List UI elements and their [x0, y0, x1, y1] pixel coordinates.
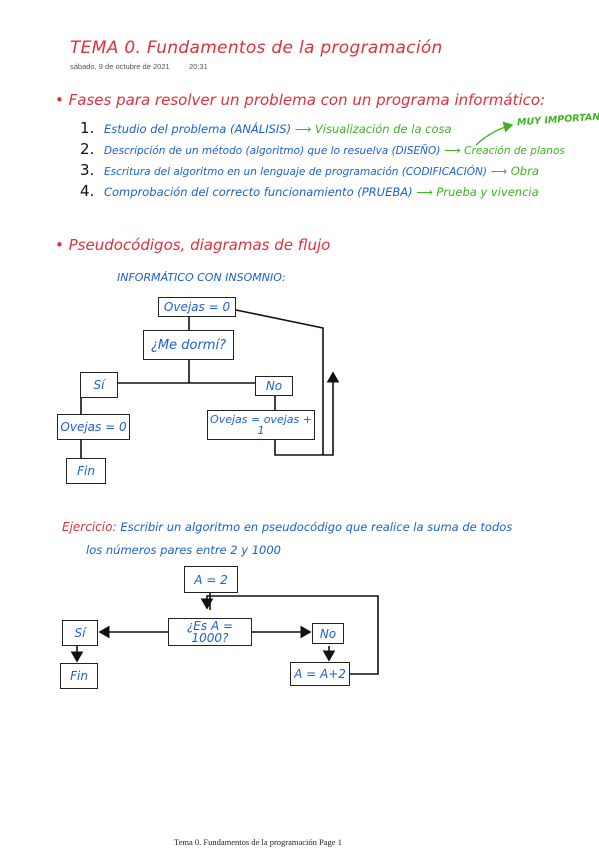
page-footer: Tema 0. Fundamentos de la programación P…	[174, 837, 342, 847]
step-2-arrow: ⟶	[444, 143, 461, 157]
flow-2-no-box: No	[312, 623, 344, 644]
flow-2-question-box: ¿Es A = 1000?	[168, 618, 252, 646]
page-time: 20:31	[189, 62, 208, 71]
step-1: 1. Estudio del problema (ANÁLISIS) ⟶ Vis…	[80, 119, 452, 137]
step-2-text: Descripción de un método (algoritmo) que…	[103, 145, 441, 157]
step-2-number: 2.	[80, 140, 95, 158]
page-date: sábado, 9 de octubre de 2021	[70, 62, 170, 71]
exercise-text-1: Escribir un algoritmo en pseudocódigo qu…	[120, 520, 513, 534]
flow-1-no-action-box: Ovejas = ovejas + 1	[207, 410, 315, 440]
step-3-arrow: ⟶	[490, 164, 508, 178]
flow-1-no-box: No	[255, 376, 293, 396]
flow-1-yes-action-box: Ovejas = 0	[57, 414, 130, 440]
bullet: •	[55, 236, 64, 254]
section-2-heading: • Pseudocódigos, diagramas de flujo	[55, 236, 330, 254]
step-4-arrow: ⟶	[416, 185, 433, 199]
step-3-result: Obra	[510, 164, 539, 178]
step-3-number: 3.	[80, 161, 95, 179]
step-4-number: 4.	[80, 182, 95, 200]
page-title: TEMA 0. Fundamentos de la programación	[70, 38, 443, 58]
step-1-text: Estudio del problema (ANÁLISIS)	[103, 122, 292, 136]
flow-2-yes-box: Sí	[62, 620, 98, 646]
flow-1-question-box: ¿Me dormí?	[143, 330, 234, 360]
step-3-text: Escritura del algoritmo en un lenguaje d…	[103, 166, 487, 178]
flow-1-subtitle: INFORMÁTICO CON INSOMNIO:	[117, 271, 286, 284]
flow-2-start-box: A = 2	[184, 566, 238, 593]
flow-2-end-box: Fin	[60, 663, 98, 689]
flow-1-start-box: Ovejas = 0	[158, 297, 236, 317]
step-4: 4. Comprobación del correcto funcionamie…	[80, 182, 539, 200]
step-4-result: Prueba y vivencia	[436, 185, 539, 199]
section-1-heading: • Fases para resolver un problema con un…	[55, 91, 545, 109]
bullet: •	[55, 91, 64, 109]
exercise-text-2: los números pares entre 2 y 1000	[86, 543, 281, 557]
step-1-result: Visualización de la cosa	[314, 122, 452, 136]
exercise-label: Ejercicio:	[62, 520, 117, 534]
flow-1-yes-box: Sí	[80, 372, 118, 398]
step-1-number: 1.	[80, 119, 95, 137]
section-1-heading-text: Fases para resolver un problema con un p…	[68, 91, 546, 109]
step-2-result: Creación de planos	[464, 145, 565, 157]
exercise-line-1: Ejercicio: Escribir un algoritmo en pseu…	[62, 520, 512, 534]
step-4-text: Comprobación del correcto funcionamiento…	[103, 185, 413, 199]
step-3: 3. Escritura del algoritmo en un lenguaj…	[80, 161, 539, 179]
step-2: 2. Descripción de un método (algoritmo) …	[80, 140, 565, 158]
section-2-heading-text: Pseudocódigos, diagramas de flujo	[68, 236, 331, 254]
step-1-arrow: ⟶	[294, 122, 312, 136]
flow-1-end-box: Fin	[66, 458, 106, 484]
flow-2-update-box: A = A+2	[290, 662, 350, 686]
